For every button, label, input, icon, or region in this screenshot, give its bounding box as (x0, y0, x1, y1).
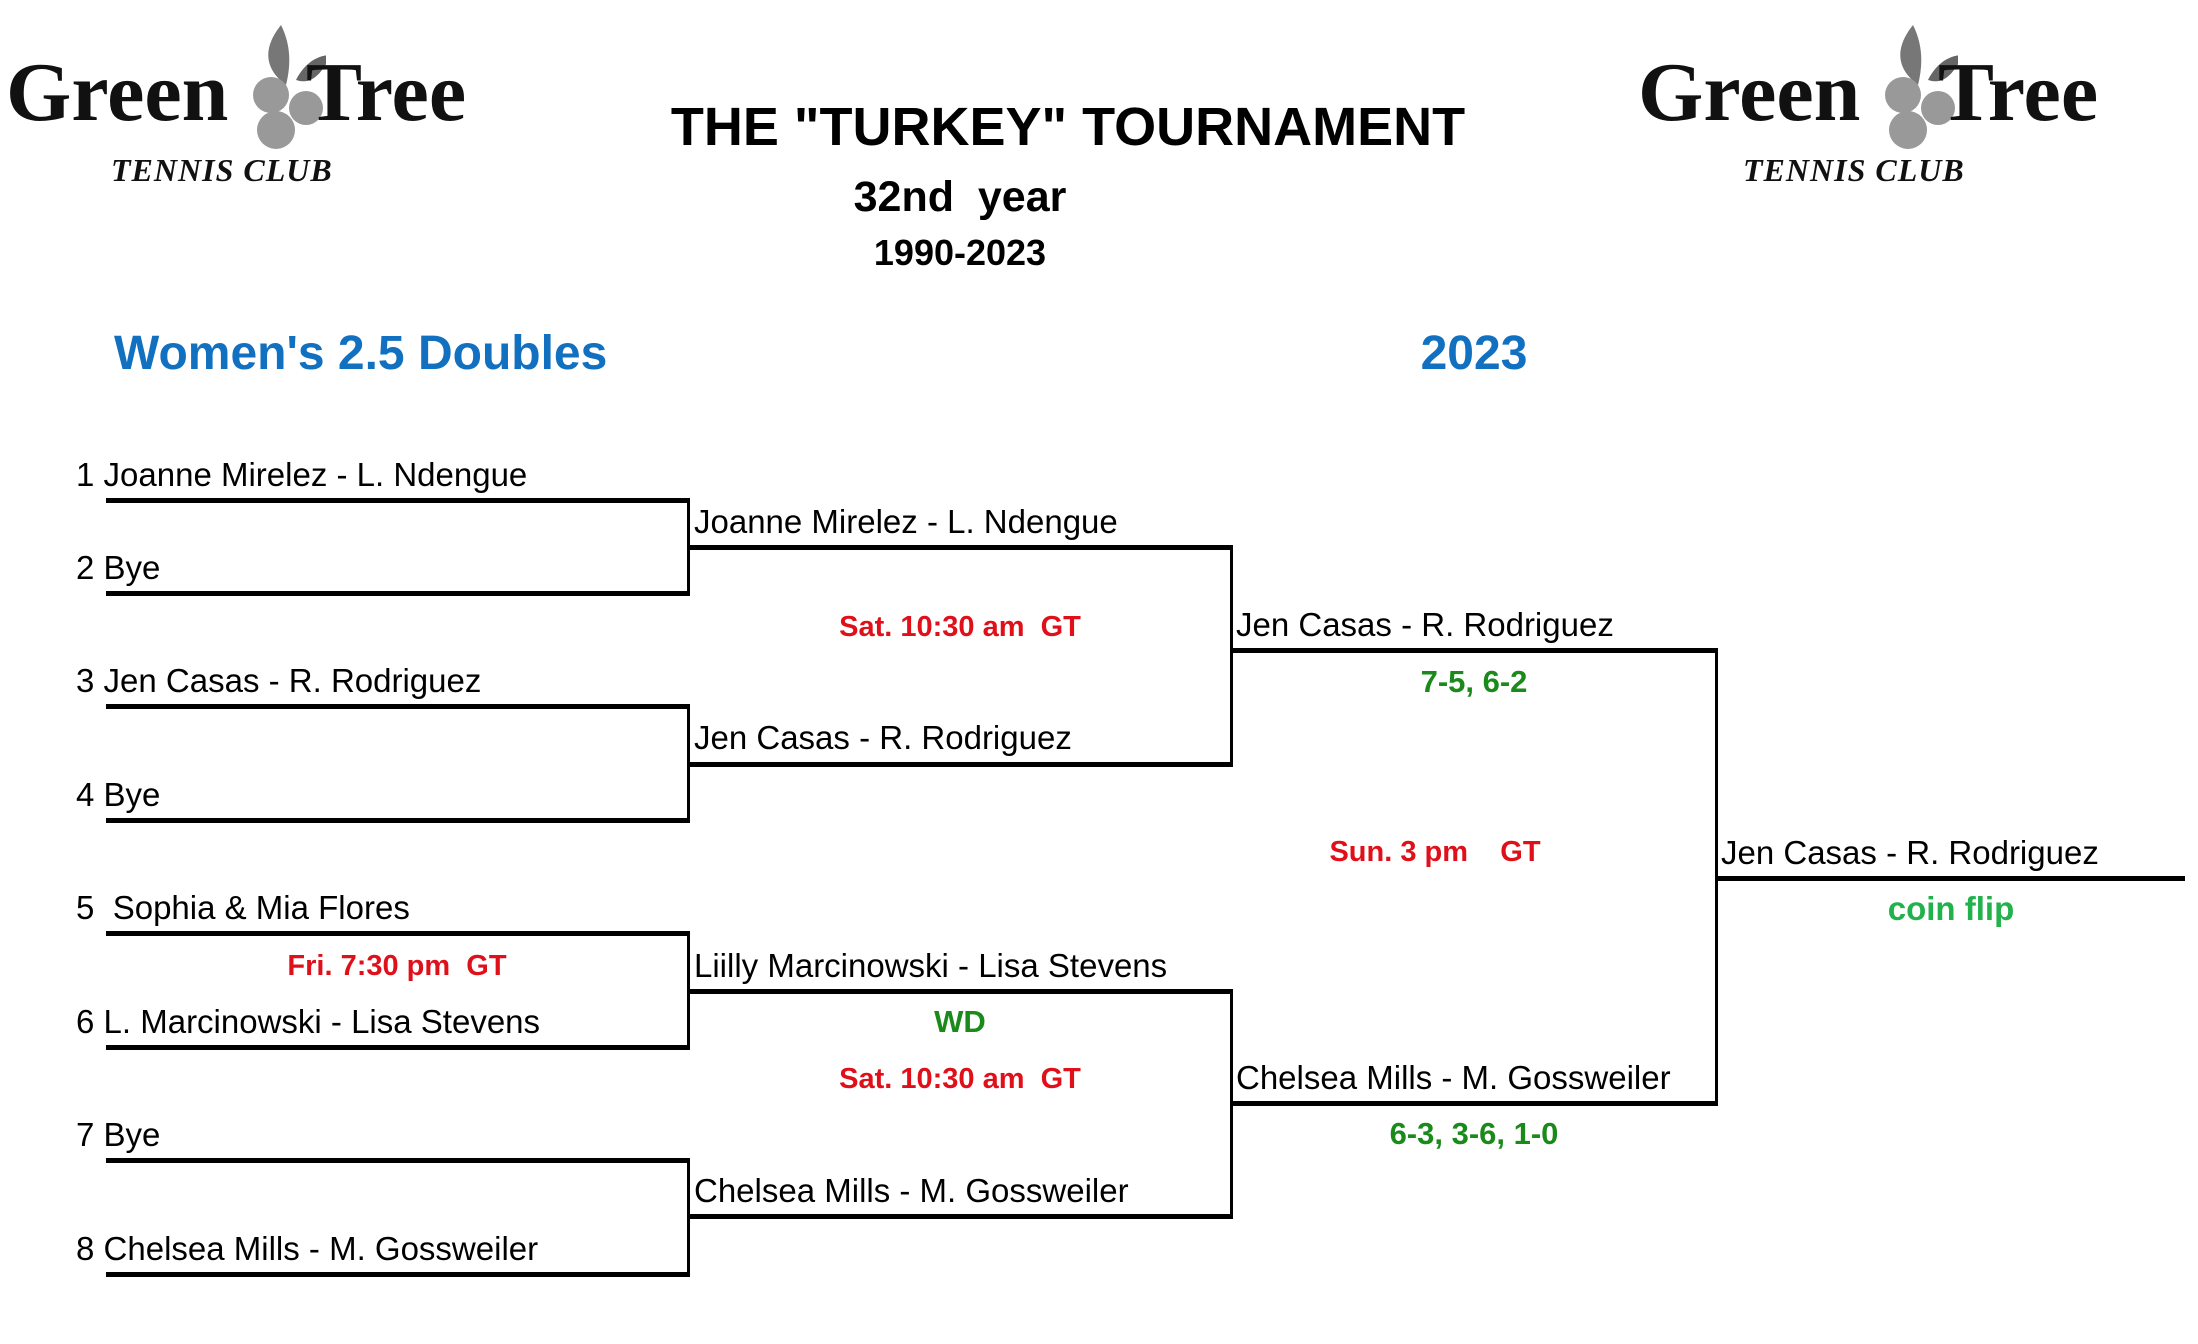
team-name: Sophia & Mia Flores (103, 889, 410, 926)
match-schedule: Fri. 7:30 pm GT (287, 950, 507, 982)
match-schedule: Sat. 10:30 am GT (839, 1063, 1081, 1095)
bracket-line (106, 931, 690, 936)
logo-word-green: Green (6, 46, 229, 139)
team-name: Bye (103, 776, 161, 813)
seed-number: 6 (76, 1003, 95, 1040)
logo-word-green: Green (1638, 46, 1861, 139)
logo-subtitle: TENNIS CLUB (111, 152, 333, 188)
bracket-connector (1230, 545, 1233, 767)
round1-entry: 7 Bye (76, 1115, 160, 1155)
champion-line (1715, 876, 2185, 881)
season-year: 2023 (1420, 327, 1528, 380)
round1-entry: 8 Chelsea Mills - M. Gossweiler (76, 1229, 538, 1269)
bracket-line (106, 591, 690, 596)
round2-entry: Chelsea Mills - M. Gossweiler (694, 1172, 1129, 1209)
seed-number: 8 (76, 1230, 95, 1267)
green-tree-logo-right: Green Tree TENNIS CLUB (1638, 10, 2108, 190)
round2-entry: Liilly Marcinowski - Lisa Stevens (694, 947, 1168, 984)
logo-word-tree: Tree (306, 46, 467, 139)
match-schedule: Sat. 10:30 am GT (839, 611, 1081, 643)
round2-entry: Joanne Mirelez - L. Ndengue (694, 503, 1118, 540)
team-name: Bye (103, 1116, 161, 1153)
match-score: 7-5, 6-2 (1420, 664, 1528, 699)
tennis-ball-tree-icon (253, 25, 326, 149)
bracket-line (688, 762, 1233, 767)
round1-entry: 5 Sophia & Mia Flores (76, 888, 410, 928)
division-title: Women's 2.5 Doubles (114, 327, 608, 380)
bracket-line (1230, 1101, 1718, 1106)
match-result: WD (934, 1004, 986, 1039)
seed-number: 1 (76, 456, 95, 493)
match-score: 6-3, 3-6, 1-0 (1389, 1116, 1559, 1151)
bracket-line (106, 1158, 690, 1163)
bracket-line (688, 989, 1233, 994)
round1-entry: 1 Joanne Mirelez - L. Ndengue (76, 455, 527, 495)
team-name: Joanne Mirelez - L. Ndengue (103, 456, 528, 493)
bracket-line (106, 818, 690, 823)
semifinal-entry: Chelsea Mills - M. Gossweiler (1236, 1059, 1671, 1096)
seed-number: 3 (76, 662, 95, 699)
edition-label: 32nd year (853, 173, 1067, 221)
bracket-line (106, 1272, 690, 1277)
bracket-line (106, 704, 690, 709)
logo-subtitle: TENNIS CLUB (1743, 152, 1965, 188)
team-name: Jen Casas - R. Rodriguez (103, 662, 482, 699)
logo-word-tree: Tree (1938, 46, 2099, 139)
bracket-line (688, 545, 1233, 550)
bracket-line (688, 1214, 1233, 1219)
team-name: Bye (103, 549, 161, 586)
champion-name: Jen Casas - R. Rodriguez (1721, 834, 2099, 871)
years-label: 1990-2023 (873, 232, 1047, 273)
round1-entry: 3 Jen Casas - R. Rodriguez (76, 661, 481, 701)
bracket-line (106, 498, 690, 503)
bracket-line (106, 1045, 690, 1050)
seed-number: 7 (76, 1116, 95, 1153)
team-name: L. Marcinowski - Lisa Stevens (103, 1003, 541, 1040)
final-schedule: Sun. 3 pm GT (1329, 836, 1541, 868)
seed-number: 4 (76, 776, 95, 813)
team-name: Chelsea Mills - M. Gossweiler (103, 1230, 539, 1267)
tennis-ball-tree-icon (1885, 25, 1958, 149)
semifinal-entry: Jen Casas - R. Rodriguez (1236, 606, 1614, 643)
round1-entry: 6 L. Marcinowski - Lisa Stevens (76, 1002, 540, 1042)
tournament-title: THE "TURKEY" TOURNAMENT (670, 97, 1466, 157)
round1-entry: 2 Bye (76, 548, 160, 588)
bracket-line (1230, 648, 1718, 653)
seed-number: 2 (76, 549, 95, 586)
round2-entry: Jen Casas - R. Rodriguez (694, 719, 1072, 756)
final-result: coin flip (1887, 890, 2015, 927)
seed-number: 5 (76, 889, 95, 926)
round1-entry: 4 Bye (76, 775, 160, 815)
green-tree-logo-left: Green Tree TENNIS CLUB (6, 10, 476, 190)
